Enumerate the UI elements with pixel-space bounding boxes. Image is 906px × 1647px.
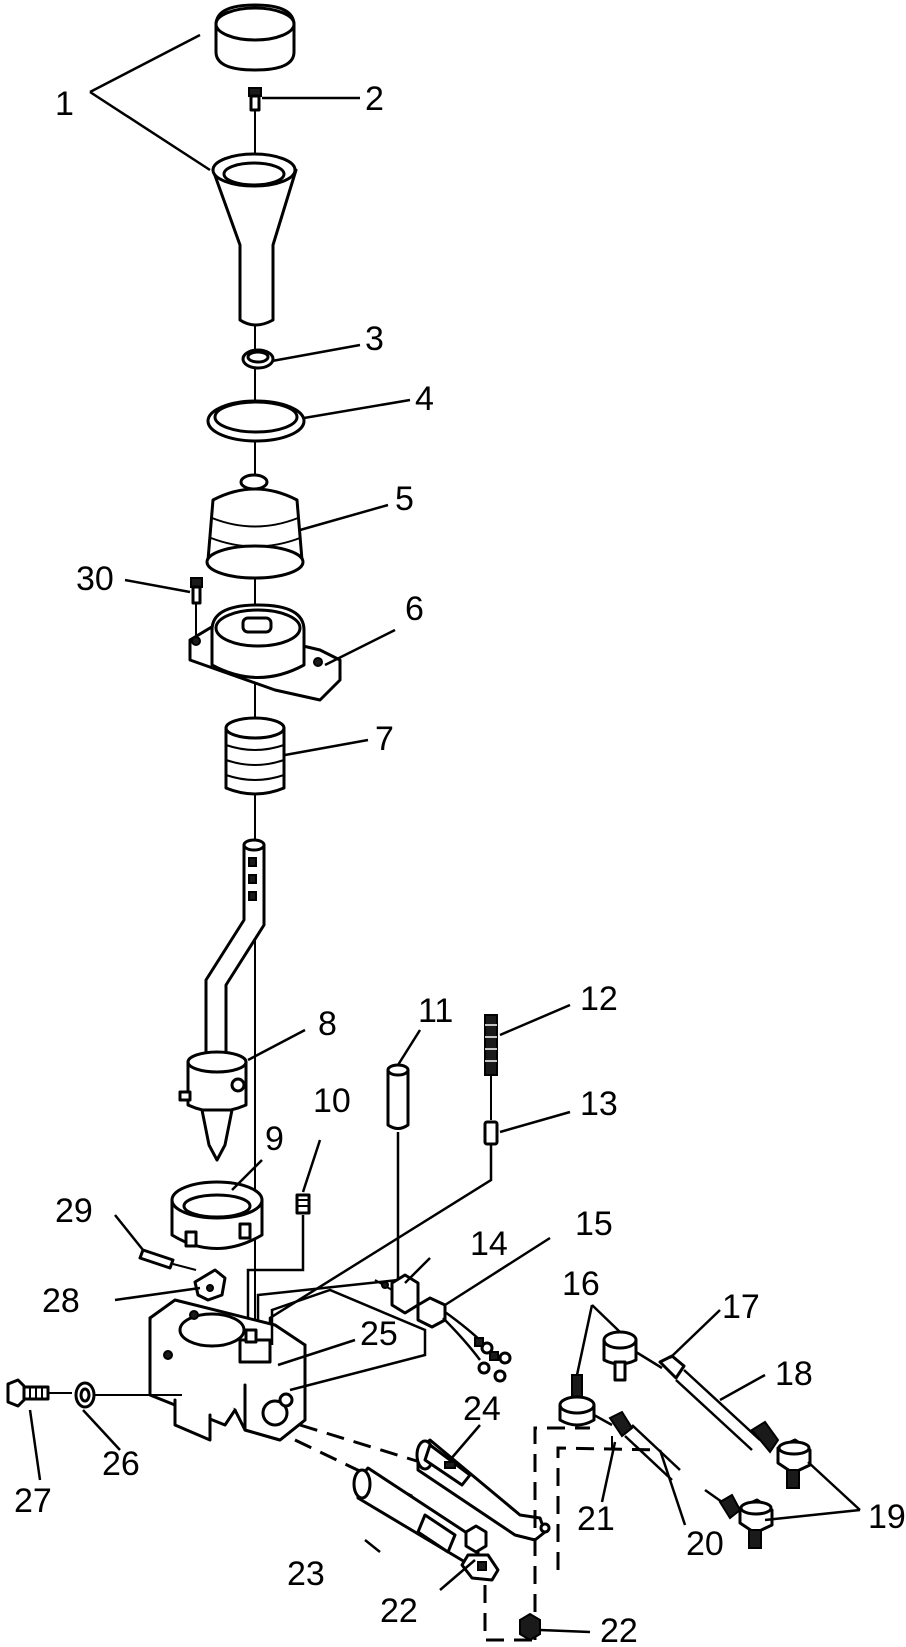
callout-14: 14	[470, 1225, 508, 1263]
callout-4: 4	[415, 380, 434, 418]
callout-1: 1	[55, 85, 74, 123]
part-28-detent	[193, 1268, 227, 1302]
callout-labels: 1 2 3 4 5 6 7 8 9 10 11 12 13 14 15 16 1…	[14, 80, 906, 1647]
part-26-washer	[74, 1381, 182, 1409]
callout-27: 27	[14, 1482, 52, 1520]
part-25-housing	[148, 1298, 307, 1442]
part-4-ring	[206, 399, 306, 443]
callout-30: 30	[76, 560, 114, 598]
leader-lines	[28, 33, 861, 1634]
callout-7: 7	[375, 720, 394, 758]
part-15-sensor	[416, 1296, 512, 1383]
part-8-shift-lever	[178, 838, 266, 1162]
callout-8: 8	[318, 1005, 337, 1043]
callout-6: 6	[405, 590, 424, 628]
part-1-knob-shaft	[211, 152, 298, 327]
part-3-o-ring	[241, 348, 275, 370]
part-10-spring	[246, 1193, 311, 1330]
part-27-bolt	[6, 1378, 72, 1408]
callout-15: 15	[575, 1205, 613, 1243]
part-14-switch	[374, 1273, 420, 1315]
part-5-boot	[205, 473, 305, 580]
callout-24: 24	[463, 1390, 501, 1428]
part-11-pin	[256, 1063, 410, 1340]
part-29-pin	[138, 1248, 197, 1271]
dashed-link-lines	[483, 1426, 661, 1642]
part-23-shaft	[352, 1466, 480, 1564]
callout-21: 21	[577, 1500, 615, 1538]
part-22-nut-upper	[460, 1524, 500, 1582]
callout-12: 12	[580, 980, 618, 1018]
callout-10: 10	[313, 1082, 351, 1120]
callout-13: 13	[580, 1085, 618, 1123]
part-22-nut-lower	[519, 1612, 541, 1642]
callout-5: 5	[395, 480, 414, 518]
callout-29: 29	[55, 1192, 93, 1230]
part-30-screw	[190, 577, 203, 635]
part-18-tie-rod	[635, 1350, 780, 1454]
callout-3: 3	[365, 320, 384, 358]
callout-26: 26	[102, 1445, 140, 1483]
callout-20: 20	[686, 1525, 724, 1563]
part-9-collar	[170, 1180, 264, 1250]
callout-16: 16	[562, 1265, 600, 1303]
callout-23: 23	[287, 1555, 325, 1593]
part-16-ball-joints	[558, 1330, 638, 1427]
callout-19: 19	[868, 1498, 906, 1536]
callout-17: 17	[722, 1288, 760, 1326]
callout-18: 18	[775, 1355, 813, 1393]
callout-22-lower: 22	[600, 1612, 638, 1647]
part-7-bellows	[224, 716, 286, 796]
part-20-lower-rod	[593, 1410, 681, 1481]
callout-11: 11	[418, 992, 453, 1030]
callout-25: 25	[360, 1315, 398, 1353]
callout-28: 28	[42, 1282, 80, 1320]
part-6-bracket	[188, 603, 342, 702]
part-1-knob-cap	[214, 3, 296, 72]
callout-9: 9	[265, 1120, 284, 1158]
part-24-shaft	[415, 1438, 551, 1542]
callout-2: 2	[365, 80, 384, 118]
part-2-screw	[248, 87, 262, 112]
callout-22-upper: 22	[380, 1592, 418, 1630]
part-12-stud	[484, 1014, 498, 1120]
